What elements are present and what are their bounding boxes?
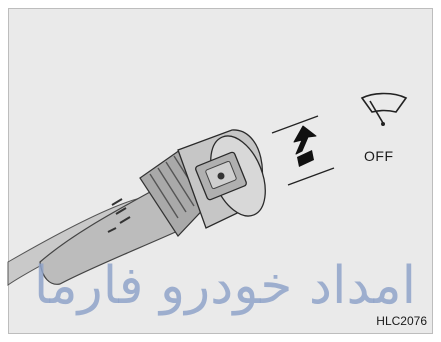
up-arrow-icon: [294, 126, 316, 167]
figure-code: HLC2076: [376, 314, 427, 328]
windshield-wiper-icon: [362, 94, 406, 127]
wiper-off-label: OFF: [364, 148, 394, 164]
movement-indicator: [272, 116, 334, 185]
watermark: امداد خودرو فارما: [34, 256, 416, 316]
